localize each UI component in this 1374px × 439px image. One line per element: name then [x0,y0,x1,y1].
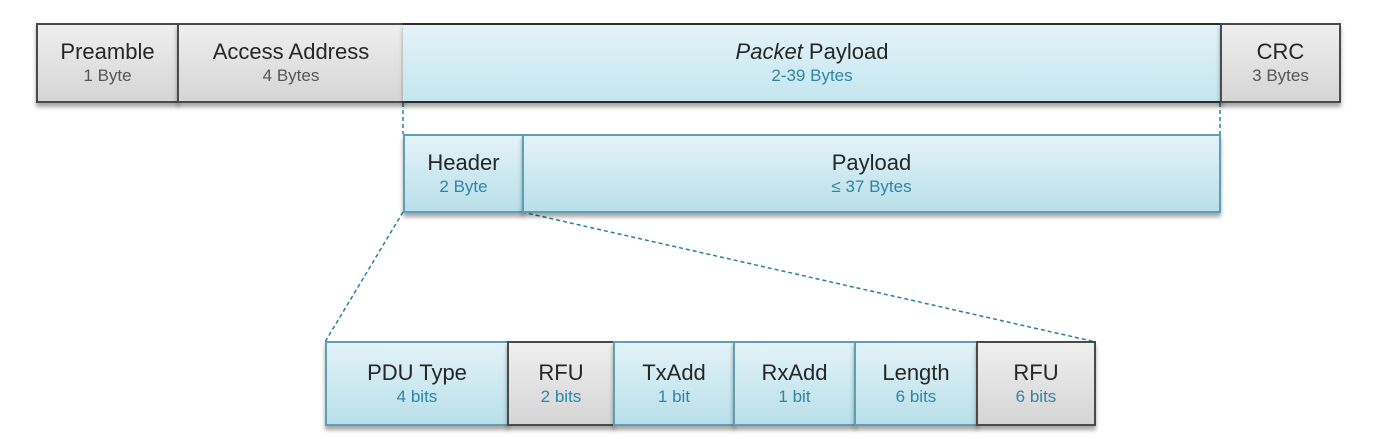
connector-header-right [521,211,1097,343]
header-size: 2 Byte [439,176,488,196]
packet-payload-title-rest: Payload [802,39,889,64]
packet-payload-title-italic: Packet [735,39,803,64]
packet-payload-size: 2-39 Bytes [771,66,853,85]
packet-payload-field: Packet Payload 2-39 Bytes [403,23,1223,103]
header-field-length: Length 6 bits [854,341,978,426]
header-field-pdu-type: PDU Type 4 bits [325,341,509,426]
packet-payload-title: Packet Payload [736,39,889,65]
crc-size: 3 Bytes [1252,66,1309,85]
header-field: Header 2 Byte [403,134,524,213]
preamble-title: Preamble [60,39,155,64]
access-address-field: Access Address 4 Bytes [177,23,405,103]
field-title: RxAdd [761,359,828,385]
header-title: Header [427,149,500,175]
preamble-field: Preamble 1 Byte [36,23,179,103]
access-address-size: 4 Bytes [262,66,320,85]
payload-size: ≤ 37 Bytes [831,176,912,196]
header-field-rfu-1: RFU 2 bits [507,341,615,426]
payload-field: Payload ≤ 37 Bytes [522,134,1221,213]
field-title: RFU [538,359,584,385]
field-title: Length [882,359,950,385]
field-size: 2 bits [540,386,582,406]
crc-title: CRC [1256,39,1305,64]
field-size: 6 bits [1015,386,1057,406]
field-title: TxAdd [642,359,706,385]
payload-title: Payload [831,149,912,175]
field-size: 4 bits [396,386,438,406]
access-address-title: Access Address [212,39,370,64]
field-title: RFU [1013,359,1059,385]
field-size: 1 bit [778,386,811,406]
header-field-rfu-2: RFU 6 bits [976,341,1096,426]
connector-header-left [324,211,404,343]
header-field-rxadd: RxAdd 1 bit [733,341,856,426]
header-field-txadd: TxAdd 1 bit [613,341,735,426]
field-size: 6 bits [895,386,937,406]
preamble-size: 1 Byte [83,66,132,85]
field-size: 1 bit [657,386,691,406]
field-title: PDU Type [367,359,467,385]
crc-field: CRC 3 Bytes [1220,23,1341,103]
